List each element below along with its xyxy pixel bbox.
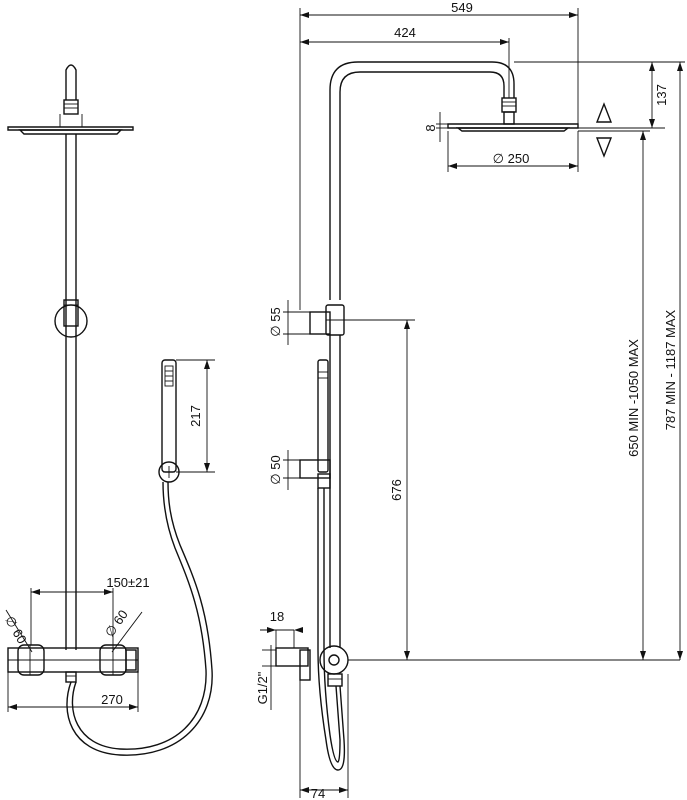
side-head-connector <box>501 97 517 113</box>
front-shower-head <box>7 126 134 131</box>
mixer-width-label: 270 <box>101 692 123 707</box>
side-lower-holder <box>299 459 331 479</box>
upper-bracket-diameter-label: ∅ 55 <box>268 307 283 336</box>
front-mixer-outlet <box>65 671 77 683</box>
total-height-label: 787 MIN - 1187 MAX <box>663 309 678 430</box>
head-diameter-label: ∅ 250 <box>493 151 530 166</box>
front-hand-shower <box>161 359 177 473</box>
inlet-centres-label: 150±21 <box>106 575 149 590</box>
bracket-spacing-label: 676 <box>389 479 404 501</box>
height-adjust-down-arrow <box>595 137 613 158</box>
front-head-connector <box>63 99 79 115</box>
side-hose <box>317 488 346 771</box>
side-wall-inlet <box>275 647 309 667</box>
head-thickness-label: 8 <box>423 124 438 131</box>
front-hose <box>66 481 213 756</box>
wall-offset-label: 18 <box>270 609 284 624</box>
side-view: 549 424 137 8 ∅ 250 ∅ 55 <box>255 0 685 800</box>
front-view: 217 150±21 ∅ 60 ∅ 60 270 <box>2 64 215 756</box>
knob-right-diameter-label: ∅ 60 <box>102 607 131 640</box>
side-hand-shower <box>317 359 329 473</box>
front-slide-bracket <box>54 304 88 338</box>
arm-reach-label: 424 <box>394 25 416 40</box>
column-height-label: 650 MIN -1050 MAX <box>626 339 641 457</box>
overall-width-label: 549 <box>451 0 473 15</box>
head-drop-label: 137 <box>654 84 669 106</box>
side-riser-arm <box>329 61 515 300</box>
front-riser-top-cap <box>65 64 77 100</box>
height-adjust-up-arrow <box>595 102 613 123</box>
side-mixer-outlet <box>327 673 343 687</box>
inlet-thread-label: G1/2" <box>255 671 270 704</box>
lower-bracket-diameter-label: ∅ 50 <box>268 455 283 484</box>
handshower-length-label: 217 <box>188 405 203 427</box>
mixer-depth-label: 74 <box>311 786 325 800</box>
side-upper-bracket <box>309 311 331 335</box>
